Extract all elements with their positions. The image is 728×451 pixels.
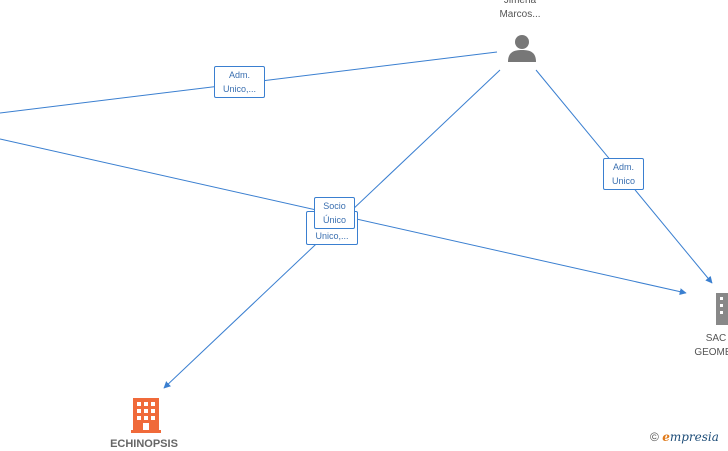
empresia-watermark: © empresia xyxy=(650,430,719,444)
person-label-line1: Jimena xyxy=(503,0,537,6)
edge-label-line: Adm. xyxy=(228,70,250,80)
company-label-sac-line1: SAC xyxy=(705,333,727,344)
company-label-sac-line2: GEOMET xyxy=(694,347,728,358)
building-icon[interactable] xyxy=(716,293,728,325)
edge-label-line: Unico,... xyxy=(315,231,349,241)
edge-label-line: Unico xyxy=(611,176,635,186)
edge-label-line: Adm. xyxy=(612,162,634,172)
person-label-line2: Marcos... xyxy=(499,9,541,20)
empresia-logo: empresia xyxy=(662,430,719,444)
edge-label-adm-unico-top[interactable]: Adm. Unico,... xyxy=(214,66,265,98)
edge-label-adm-unico-right[interactable]: Adm. Unico xyxy=(603,158,644,190)
edge-label-socio-unico[interactable]: Socio Único xyxy=(314,197,355,229)
copyright-symbol: © xyxy=(650,430,659,444)
edge-label-line: Unico,... xyxy=(222,84,256,94)
building-icon[interactable] xyxy=(131,398,161,433)
company-label-echinopsis[interactable]: ECHINOPSIS xyxy=(110,438,178,450)
edge-label-line: Único xyxy=(322,215,346,225)
person-label[interactable]: Jimena Marcos... xyxy=(480,0,560,22)
person-icon[interactable] xyxy=(508,35,536,62)
company-label-sac[interactable]: SAC GEOMET xyxy=(676,332,728,360)
edge-label-line: Socio xyxy=(323,201,346,211)
